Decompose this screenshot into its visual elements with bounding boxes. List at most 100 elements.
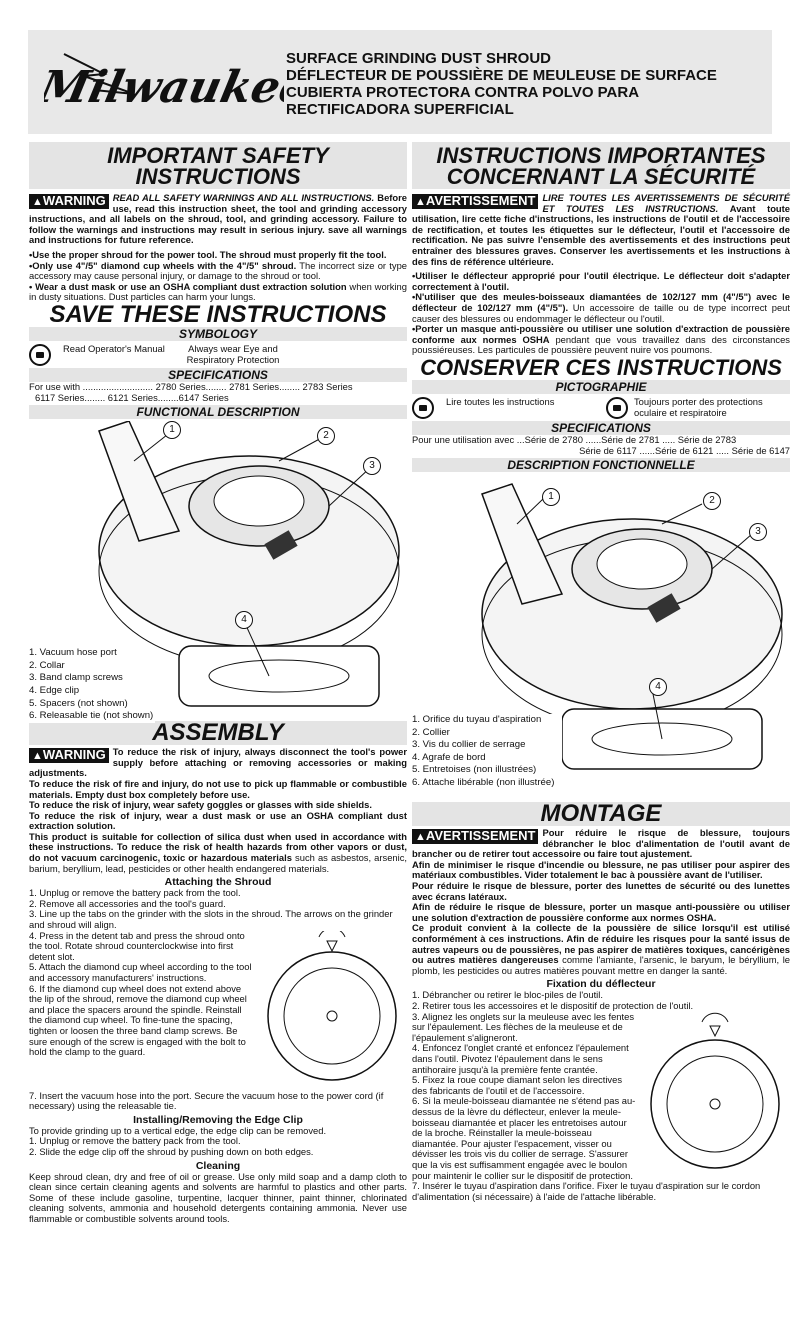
warning-triangle-icon: ▲ (415, 196, 426, 208)
svg-text:Milwaukee: Milwaukee (44, 61, 284, 112)
callout-1: 1 (163, 421, 181, 440)
symbology-row: Read Operator's Manual Always wear Eye a… (29, 342, 407, 366)
edge-clip-intro: To provide grinding up to a vertical edg… (29, 1124, 327, 1136)
sym-eye-protection-fr: Toujours porter des protections oculaire… (634, 395, 763, 418)
silica-text: such as asbestos, arsenic, barium, beryl… (29, 852, 408, 874)
callout-4: 4 (649, 678, 667, 697)
step-item: 3. Alignez les onglets sur la meuleuse a… (412, 1010, 635, 1043)
warning-block-fr: ▲AVERTISSEMENT LIRE TOUTES LES AVERTISSE… (412, 192, 790, 267)
legend-item: 2. Collar (29, 659, 65, 671)
component-legend: 1. Vacuum hose port 2. Collar 3. Band cl… (29, 647, 156, 723)
assembly-goggles-warning: To reduce the risk of injury, wear safet… (29, 799, 372, 811)
symbology-row-fr: Lire toutes les instructions Toujours po… (412, 395, 790, 419)
rule-dust: • Wear a dust mask or use an OSHA compli… (29, 280, 407, 303)
rule-wheels-bold: •Only use 4"/5" diamond cup wheels with … (29, 259, 297, 271)
shroud-top-figure (257, 927, 407, 1091)
french-column: INSTRUCTIONS IMPORTANTES CONCERNANT LA S… (412, 142, 790, 1318)
legend-item: 3. Band clamp screws (29, 672, 123, 684)
step-item: 1. Unplug or remove the battery pack fro… (29, 887, 241, 899)
warning-badge: ▲AVERTISSEMENT (412, 194, 539, 209)
step-item: 5. Fixez la roue coupe diamant selon les… (412, 1074, 623, 1096)
legend-item: 5. Entretoises (non illustrées) (412, 764, 537, 776)
header-banner: Milwaukee SURFACE GRINDING DUST SHROUD D… (28, 30, 772, 134)
edge-clip-step: 1. Unplug or remove the battery pack fro… (29, 1135, 241, 1147)
title-es-1: CUBIERTA PROTECTORA CONTRA POLVO PARA (286, 84, 640, 101)
step-item: 5. Attach the diamond cup wheel accordin… (29, 961, 252, 983)
warning-triangle-icon: ▲ (32, 750, 43, 763)
step-item: 3. Line up the tabs on the grinder with … (29, 908, 393, 931)
component-legend-fr: 1. Orifice du tuyau d'aspiration 2. Coll… (412, 714, 562, 790)
sym-eye-protection: Always wear Eye and Respiratory Protecti… (186, 342, 280, 365)
title-en: SURFACE GRINDING DUST SHROUD (286, 50, 552, 67)
step-item: 2. Remove all accessories and the tool's… (29, 897, 226, 909)
assembly-mask-warning-fr: Afin de réduire le risque de blessure, p… (412, 901, 790, 923)
rule-dust-fr-bold: •Porter un masque anti-poussière ou util… (412, 323, 790, 345)
legend-item: 4. Agrafe de bord (412, 751, 486, 763)
safety-heading-line1: IMPORTANT SAFETY (107, 143, 329, 168)
sym-read-manual-fr: Lire toutes les instructions (446, 395, 555, 407)
safety-heading: IMPORTANT SAFETY INSTRUCTIONS (29, 142, 407, 189)
safety-heading-fr-line2: CONCERNANT LA SÉCURITÉ (446, 164, 756, 189)
spec-line1-fr: Pour une utilisation avec ...Série de 27… (412, 433, 737, 445)
warning-lead-fr: LIRE TOUTES LES AVERTISSEMENTS DE SÉCURI… (542, 192, 790, 214)
warning-block: ▲WARNING READ ALL SAFETY WARNINGS AND AL… (29, 192, 407, 246)
sym-read-manual: Read Operator's Manual (63, 342, 165, 354)
warning-lead: READ ALL SAFETY WARNINGS AND ALL INSTRUC… (112, 192, 375, 203)
silica-fr-bold: Ce produit convient à la collecte de la … (412, 922, 790, 966)
specifications-heading-fr: SPECIFICATIONS (412, 420, 790, 435)
milwaukee-logo: Milwaukee (44, 53, 284, 113)
safety-heading-line2: INSTRUCTIONS (135, 164, 301, 189)
shroud-top-figure-fr (640, 1012, 790, 1180)
legend-item: 1. Vacuum hose port (29, 647, 117, 659)
specifications-heading: SPECIFICATIONS (29, 367, 407, 382)
callout-2: 2 (317, 427, 335, 446)
warning-badge: ▲WARNING (29, 748, 109, 764)
title-fr: DÉFLECTEUR DE POUSSIÈRE DE MEULEUSE DE S… (286, 67, 717, 84)
shroud-top-illustration-fr (650, 1012, 780, 1169)
rule-dust-fr: •Porter un masque anti-poussière ou util… (412, 323, 790, 356)
eye-protection-icon (606, 396, 628, 419)
rule-wheels-fr: •N'utiliser que des meules-boisseaux dia… (412, 292, 790, 324)
warning-text: Before use, read this instruction sheet,… (29, 192, 407, 246)
shroud-diagram: 1 2 3 4 1. Vacuum hose port 2. Collar 3.… (29, 420, 407, 723)
step-item: 7. Insert the vacuum hose into the port.… (29, 1089, 384, 1112)
assembly-heading-fr: MONTAGE (412, 802, 790, 827)
assembly-heading: ASSEMBLY (29, 721, 407, 746)
shroud-top-illustration (267, 927, 397, 1081)
attaching-heading-fr: Fixation du déflecteur (546, 978, 656, 991)
rule-shroud-fr: •Utiliser le déflecteur approprié pour l… (412, 270, 790, 292)
assembly-silica: This product is suitable for collection … (29, 831, 408, 874)
symbology-heading-fr: PICTOGRAPHIE (412, 379, 790, 394)
shroud-diagram-fr: 1 2 3 4 1. Orifice du tuyau d'aspiration… (412, 474, 790, 802)
safety-heading-fr: INSTRUCTIONS IMPORTANTES CONCERNANT LA S… (412, 142, 790, 189)
edge-clip-heading: Installing/Removing the Edge Clip (133, 1113, 303, 1126)
warning-triangle-icon: ▲ (415, 831, 426, 844)
english-column: IMPORTANT SAFETY INSTRUCTIONS ▲WARNING R… (29, 142, 407, 1318)
step-item: 2. Retirer tous les accessoires et le di… (412, 1000, 694, 1011)
warning-triangle-icon: ▲ (32, 196, 43, 208)
warning-badge: ▲AVERTISSEMENT (412, 829, 539, 845)
rule-dust-text: when working in dusty situations. Dust p… (29, 280, 407, 303)
cleaning-heading: Cleaning (195, 1159, 241, 1172)
safety-heading-fr-line1: INSTRUCTIONS IMPORTANTES (436, 143, 766, 168)
assembly-goggles-warning-fr: Pour réduire le risque de blessure, port… (412, 880, 790, 902)
assembly-silica-fr: Ce produit convient à la collecte de la … (412, 923, 790, 976)
functional-heading: FUNCTIONAL DESCRIPTION (29, 405, 407, 420)
warning-badge-text: WARNING (42, 193, 106, 208)
functional-heading-fr: DESCRIPTION FONCTIONNELLE (412, 458, 790, 473)
assembly-warning: ▲WARNING To reduce the risk of injury, a… (29, 746, 407, 779)
assembly-fire-warning-fr: Afin de minimiser le risque d'incendie o… (412, 858, 790, 881)
attaching-heading: Attaching the Shroud (164, 876, 272, 889)
read-manual-icon (412, 396, 434, 419)
save-instructions-heading-fr: CONSERVER CES INSTRUCTIONS (420, 354, 782, 380)
shroud-illustration-fr (481, 483, 783, 770)
legend-item: 2. Collier (412, 726, 450, 738)
assembly-warning-fr: ▲AVERTISSEMENT Pour réduire le risque de… (412, 827, 790, 860)
legend-item: 6. Attache libérable (non illustrée) (412, 777, 555, 789)
callout-1: 1 (542, 488, 560, 507)
legend-item: 5. Spacers (not shown) (29, 697, 128, 709)
warning-badge: ▲WARNING (29, 194, 109, 209)
step-item: 4. Press in the detent tab and press the… (29, 929, 245, 962)
spec-line2-fr: Série de 6117 ......Série de 6121 ..... … (579, 444, 790, 456)
edge-clip-step: 2. Slide the edge clip off the shroud by… (29, 1146, 314, 1157)
